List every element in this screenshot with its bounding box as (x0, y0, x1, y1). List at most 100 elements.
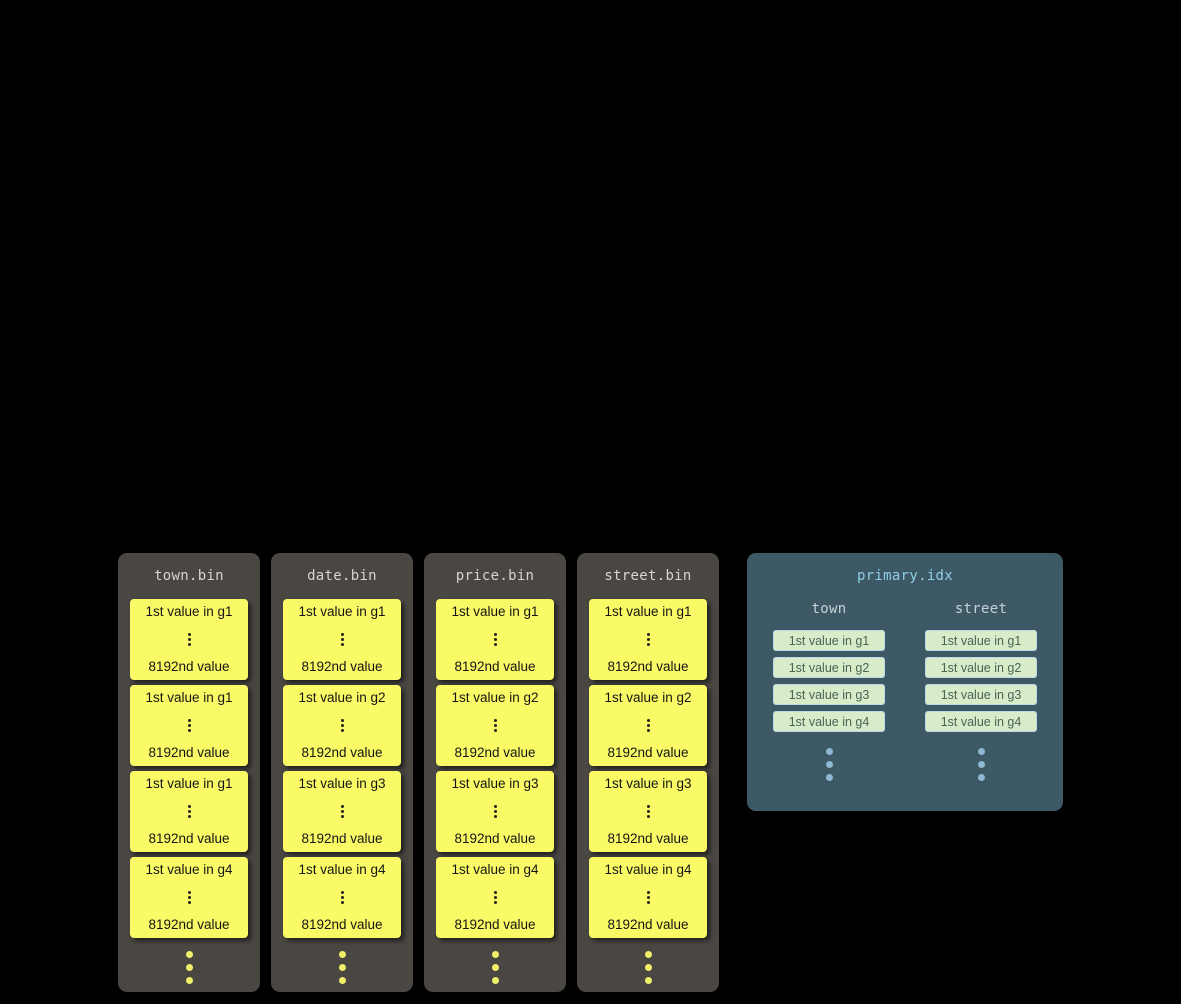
ellipsis-dot (187, 804, 191, 808)
granule-last-value: 8192nd value (301, 745, 383, 760)
ellipsis-dot (646, 814, 650, 818)
granule-last-value: 8192nd value (148, 745, 230, 760)
index-column-name: town (811, 601, 847, 617)
granule-first-value: 1st value in g1 (604, 604, 692, 619)
more-granules-ellipsis-icon (491, 951, 499, 984)
file-name: price.bin (455, 568, 535, 584)
granule-block: 1st value in g1 8192nd value (283, 599, 401, 680)
vertical-ellipsis-icon (646, 804, 650, 819)
granule-first-value: 1st value in g4 (451, 862, 539, 877)
ellipsis-dot (646, 718, 650, 722)
granule-last-value: 8192nd value (301, 831, 383, 846)
ellipsis-dot (187, 895, 191, 899)
ellipsis-dot (493, 809, 497, 813)
granule-first-value: 1st value in g2 (451, 690, 539, 705)
ellipsis-dot (340, 642, 344, 646)
granule-first-value: 1st value in g1 (298, 604, 386, 619)
ellipsis-dot (646, 900, 650, 904)
vertical-ellipsis-icon (187, 804, 191, 819)
granule-last-value: 8192nd value (607, 831, 689, 846)
ellipsis-dot (187, 632, 191, 636)
ellipsis-dot (493, 723, 497, 727)
index-entry: 1st value in g1 (925, 630, 1037, 651)
index-entry: 1st value in g3 (773, 684, 885, 705)
granule-first-value: 1st value in g4 (145, 862, 233, 877)
file-name: town.bin (154, 568, 224, 584)
ellipsis-dot (493, 900, 497, 904)
vertical-ellipsis-icon (340, 718, 344, 733)
ellipsis-dot (187, 900, 191, 904)
vertical-ellipsis-icon (340, 804, 344, 819)
granule-last-value: 8192nd value (607, 745, 689, 760)
granule-last-value: 8192nd value (607, 917, 689, 932)
vertical-ellipsis-icon (646, 632, 650, 647)
ellipsis-dot (187, 723, 191, 727)
ellipsis-dot (646, 642, 650, 646)
ellipsis-dot (187, 890, 191, 894)
granule-last-value: 8192nd value (148, 659, 230, 674)
vertical-ellipsis-icon (493, 632, 497, 647)
ellipsis-dot (493, 728, 497, 732)
vertical-ellipsis-icon (187, 718, 191, 733)
ellipsis-dot (646, 632, 650, 636)
ellipsis-dot (340, 890, 344, 894)
file-name: date.bin (307, 568, 377, 584)
more-granules-ellipsis-icon (185, 951, 193, 984)
ellipsis-dot (491, 951, 499, 958)
ellipsis-dot (493, 814, 497, 818)
granule-block: 1st value in g2 8192nd value (283, 685, 401, 766)
ellipsis-dot (338, 977, 346, 984)
vertical-ellipsis-icon (493, 804, 497, 819)
granule-first-value: 1st value in g4 (604, 862, 692, 877)
ellipsis-dot (644, 951, 652, 958)
ellipsis-dot (185, 951, 193, 958)
ellipsis-dot (646, 723, 650, 727)
index-entry: 1st value in g3 (925, 684, 1037, 705)
granule-last-value: 8192nd value (301, 659, 383, 674)
granule-first-value: 1st value in g3 (604, 776, 692, 791)
ellipsis-dot (977, 761, 985, 768)
ellipsis-dot (825, 748, 833, 755)
ellipsis-dot (646, 895, 650, 899)
ellipsis-dot (493, 890, 497, 894)
ellipsis-dot (646, 804, 650, 808)
vertical-ellipsis-icon (340, 632, 344, 647)
granule-first-value: 1st value in g1 (451, 604, 539, 619)
ellipsis-dot (338, 964, 346, 971)
ellipsis-dot (187, 637, 191, 641)
granule-last-value: 8192nd value (454, 831, 536, 846)
ellipsis-dot (493, 632, 497, 636)
granule-first-value: 1st value in g4 (298, 862, 386, 877)
ellipsis-dot (825, 774, 833, 781)
granule-block: 1st value in g4 8192nd value (589, 857, 707, 938)
granule-last-value: 8192nd value (148, 831, 230, 846)
ellipsis-dot (340, 900, 344, 904)
ellipsis-dot (187, 814, 191, 818)
ellipsis-dot (493, 804, 497, 808)
granule-first-value: 1st value in g1 (145, 604, 233, 619)
ellipsis-dot (646, 890, 650, 894)
granule-block: 1st value in g2 8192nd value (436, 685, 554, 766)
vertical-ellipsis-icon (646, 890, 650, 905)
vertical-ellipsis-icon (187, 632, 191, 647)
index-entry: 1st value in g2 (773, 657, 885, 678)
more-granules-ellipsis-icon (644, 951, 652, 984)
ellipsis-dot (340, 895, 344, 899)
ellipsis-dot (340, 718, 344, 722)
granule-last-value: 8192nd value (454, 745, 536, 760)
more-granules-ellipsis-icon (338, 951, 346, 984)
index-column-name: street (954, 601, 1008, 617)
granule-first-value: 1st value in g3 (451, 776, 539, 791)
granule-first-value: 1st value in g2 (298, 690, 386, 705)
granule-last-value: 8192nd value (454, 917, 536, 932)
